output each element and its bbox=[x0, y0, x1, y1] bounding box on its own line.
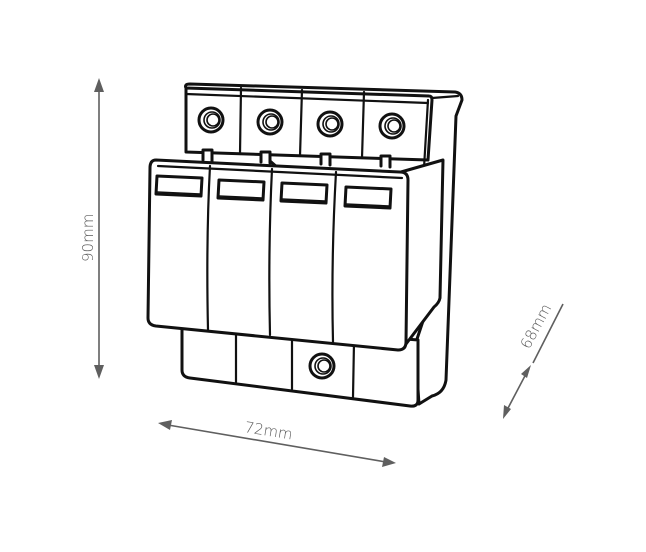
depth-dimension: 68mm bbox=[503, 301, 564, 419]
arrow-down-left-icon bbox=[503, 405, 511, 419]
module-separator-3 bbox=[331, 170, 338, 344]
terminal-screw-2 bbox=[256, 108, 284, 136]
indicator-window-4 bbox=[343, 185, 393, 210]
arrow-down-icon bbox=[94, 365, 104, 379]
depth-label: 68mm bbox=[517, 301, 556, 352]
front-module-block bbox=[146, 158, 410, 352]
module-tab-2 bbox=[259, 150, 272, 165]
indicator-window-2 bbox=[216, 178, 266, 202]
terminal-screw-1 bbox=[197, 106, 225, 134]
base-terminal-screw bbox=[308, 352, 336, 380]
depth-dimension-lower-line bbox=[506, 371, 528, 411]
height-dimension: 90mm bbox=[79, 78, 104, 379]
width-dimension: 72mm bbox=[158, 418, 396, 467]
module-separator-2 bbox=[268, 167, 274, 337]
rear-housing bbox=[184, 82, 464, 406]
module-separator-1 bbox=[206, 164, 212, 332]
terminal-screw-4 bbox=[378, 112, 406, 140]
indicator-window-3 bbox=[279, 181, 329, 205]
surge-protector-device bbox=[146, 82, 464, 408]
arrow-right-icon bbox=[382, 457, 396, 467]
terminal-screw-3 bbox=[316, 110, 344, 138]
module-tab-1 bbox=[201, 148, 214, 163]
arrow-left-icon bbox=[158, 420, 172, 430]
indicator-window-1 bbox=[154, 174, 204, 198]
module-tab-4 bbox=[379, 154, 392, 169]
height-label: 90mm bbox=[79, 214, 97, 262]
width-dimension-line bbox=[167, 424, 387, 463]
arrow-up-right-icon bbox=[521, 365, 531, 378]
module-side-panel bbox=[399, 158, 445, 346]
arrow-up-icon bbox=[94, 78, 104, 92]
module-tab-3 bbox=[319, 152, 332, 167]
depth-dimension-upper-line bbox=[532, 303, 564, 364]
